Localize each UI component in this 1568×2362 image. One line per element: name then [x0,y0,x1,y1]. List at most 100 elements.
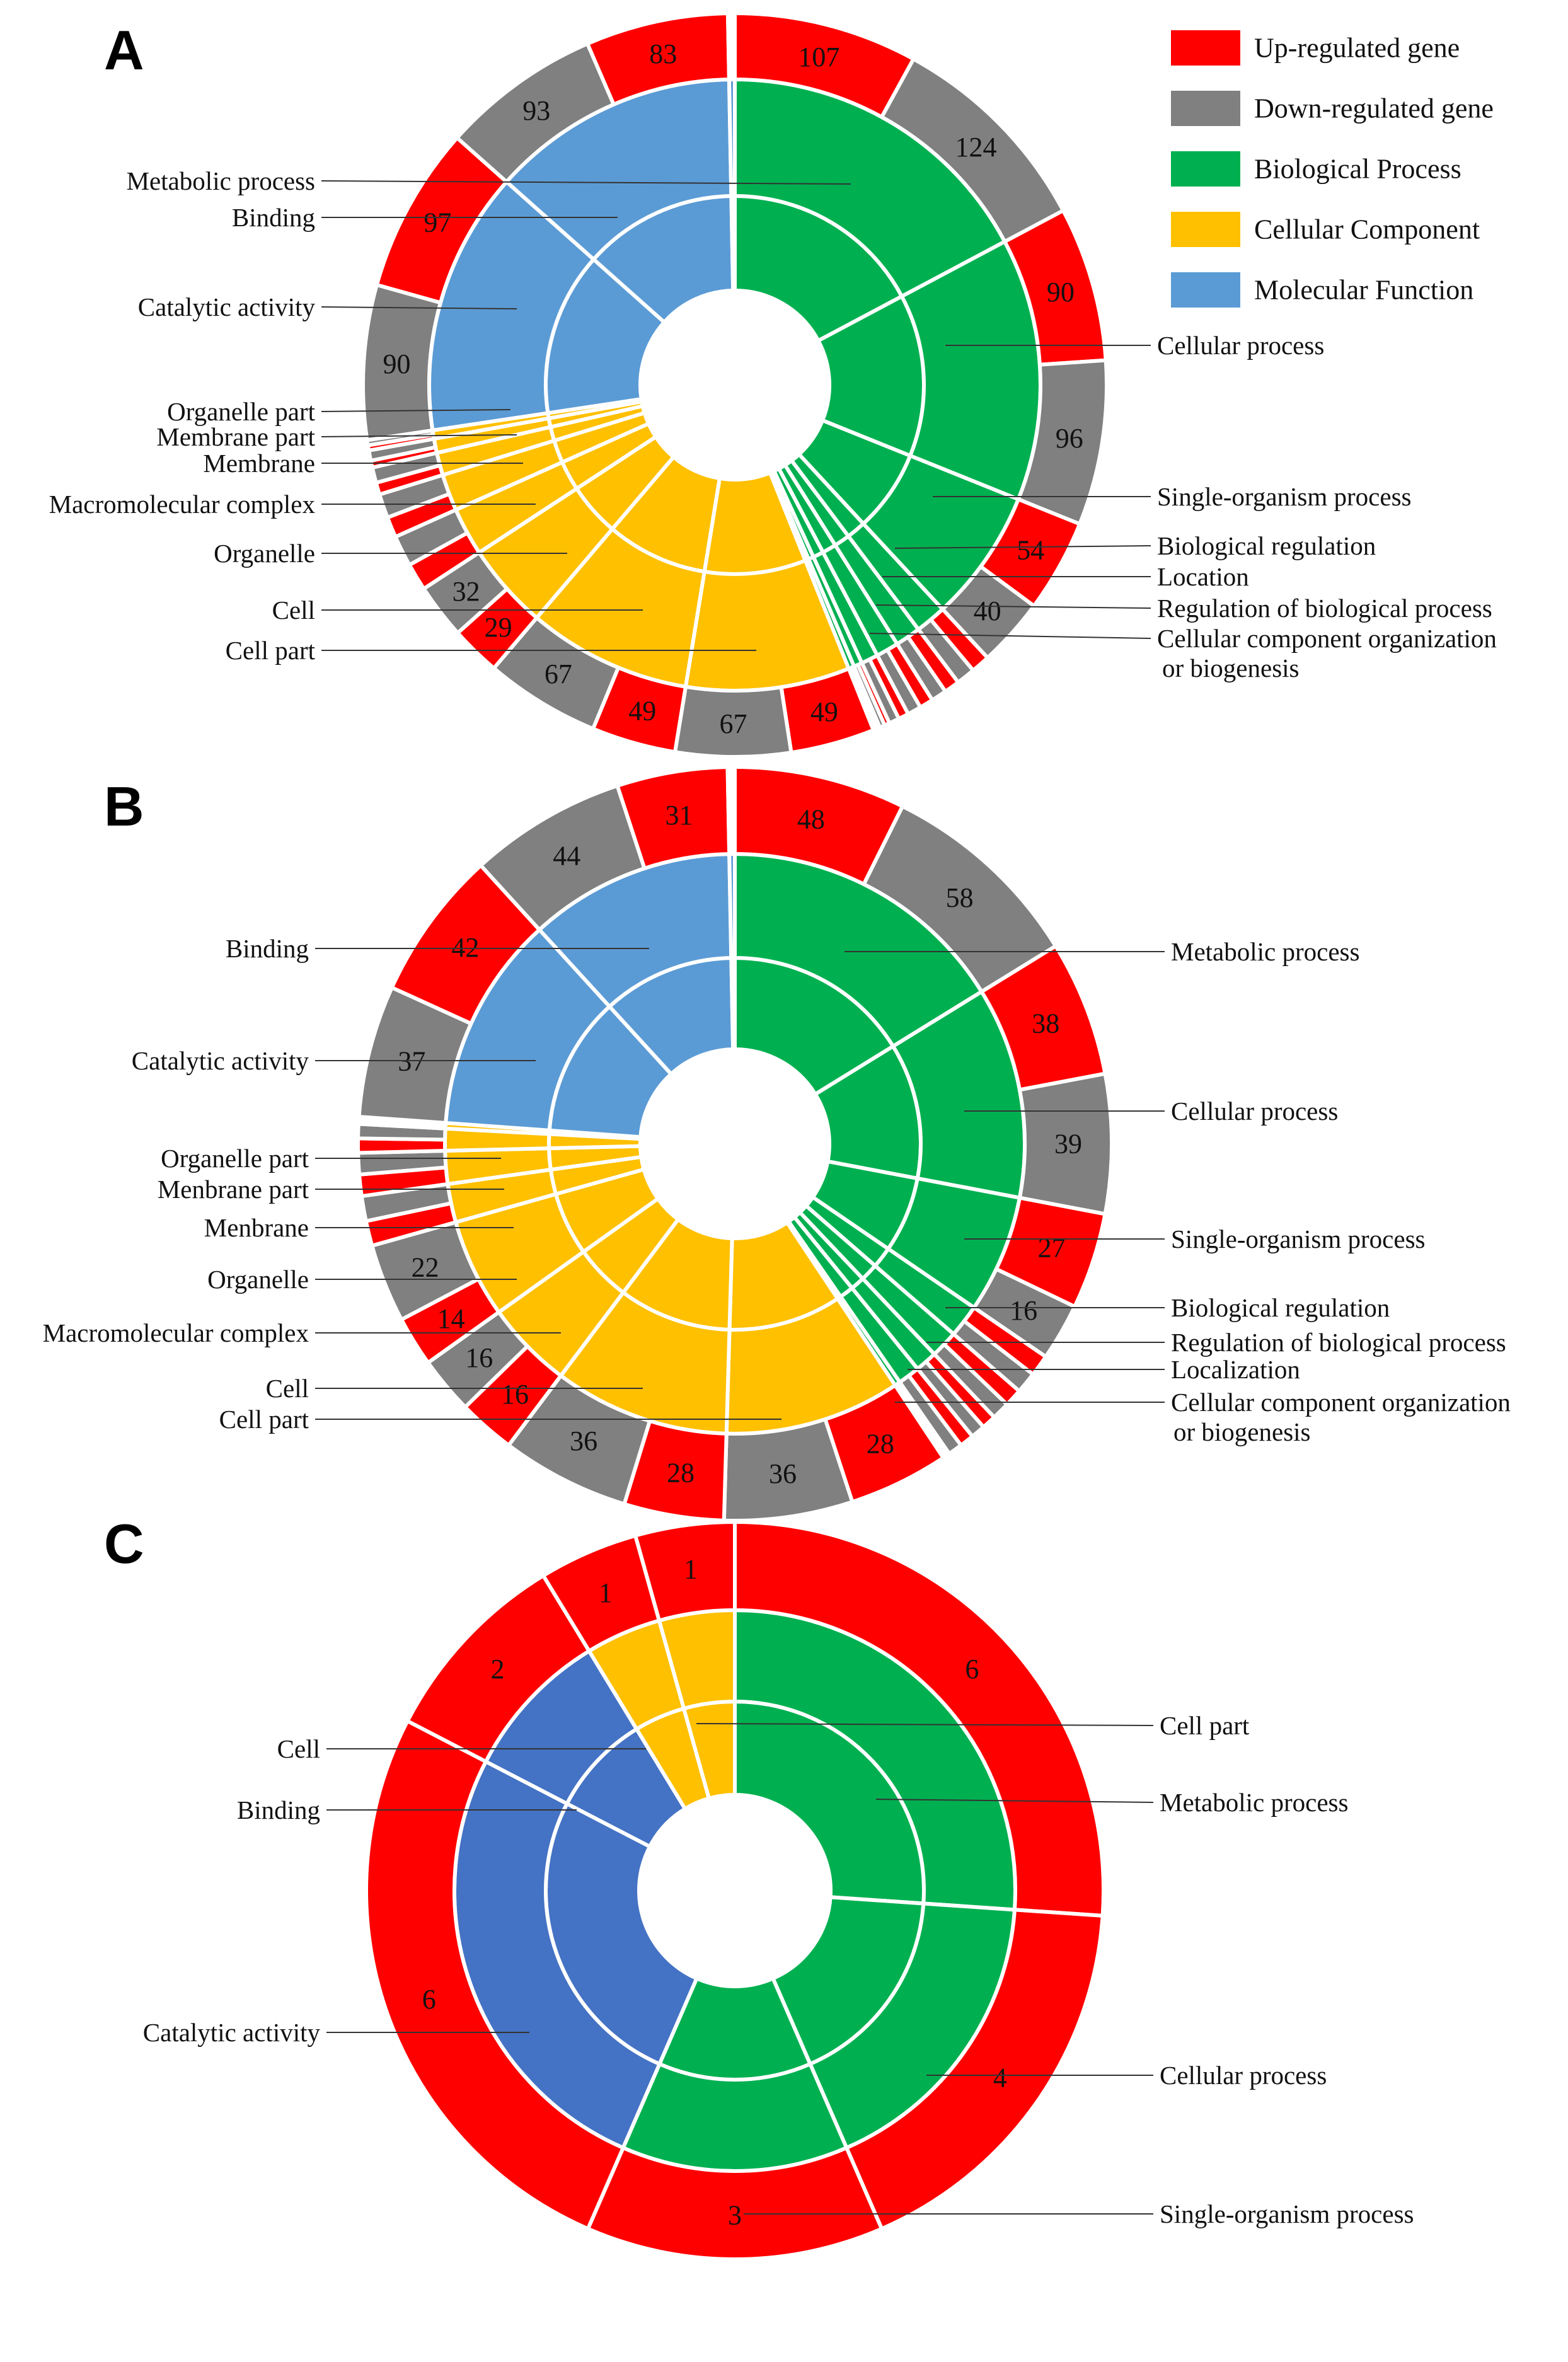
segment-value-label: 16 [465,1342,493,1373]
category-label: Regulation of biological process [1157,594,1492,623]
up-regulated-segment [733,1519,1106,1918]
category-label: Binding [226,934,309,963]
category-label: Biological regulation [1171,1293,1390,1322]
segment-value-label: 67 [719,708,747,739]
segment-value-label: 31 [665,800,693,831]
category-label: Cell part [226,636,316,665]
category-label: Menbrane part [158,1175,309,1204]
segment-value-label: 3 [728,2200,742,2231]
segment-value-label: 49 [628,696,656,727]
segment-value-label: 16 [1010,1295,1037,1326]
segment-value-label: 93 [522,95,550,126]
segment-value-label: 32 [453,576,480,607]
segment-value-label: 1 [599,1577,613,1608]
category-label: Organelle part [167,397,315,426]
category-label: Organelle part [161,1144,309,1173]
category-label: Cellular process [1171,1097,1338,1126]
legend-label: Up-regulated gene [1254,33,1460,64]
segment-value-label: 16 [501,1379,529,1410]
category-label: Binding [237,1795,320,1824]
segment-value-label: 36 [570,1426,597,1456]
category-wedge [620,2061,850,2173]
category-label: Binding [232,203,315,232]
inner-wedge-mf [729,955,737,1052]
category-label: Membrane [203,449,315,478]
segment-value-label: 42 [451,932,479,963]
segment-value-label: 39 [1054,1129,1082,1160]
category-label: Metabolic process [1160,1788,1348,1817]
segment-value-label: 90 [1047,277,1075,308]
category-label: Catalytic activity [143,2018,321,2047]
segment-value-label: 37 [398,1046,425,1077]
legend-swatch [1171,272,1240,308]
segment-value-label: 28 [667,1457,695,1488]
panel-letter: A [104,19,144,81]
segment-value-label: 49 [810,696,838,727]
category-label: Catalytic activity [138,292,316,321]
segment-value-label: 107 [798,42,839,72]
segment-value-label: 124 [955,132,997,163]
segment-value-label: 97 [424,207,451,238]
segment-value-label: 4 [993,2062,1007,2093]
legend-label: Biological Process [1254,154,1461,185]
category-label: Cellular process [1160,2061,1327,2090]
category-label: Regulation of biological process [1171,1328,1506,1357]
leader-line [321,306,517,309]
category-label: or biogenesis [1162,654,1300,683]
segment-value-label: 54 [1017,535,1044,566]
segment-value-label: 14 [437,1303,465,1334]
segment-value-label: 29 [485,612,512,643]
category-label: Biological regulation [1157,531,1376,560]
inner-wedge-mf [729,193,737,293]
segment-value-label: 67 [545,659,572,689]
category-label: Macromolecular complex [49,490,315,519]
down-regulated-segment [729,11,737,82]
category-label: Macromolecular complex [43,1318,309,1347]
up-regulated-segment [364,1718,626,2232]
category-label: Single-organism process [1171,1224,1426,1253]
segment-value-label: 27 [1038,1232,1066,1263]
category-label: Single-organism process [1160,2199,1414,2228]
segment-value-label: 96 [1056,423,1083,454]
segment-value-label: 44 [553,841,580,872]
legend-swatch [1171,151,1240,187]
category-label: or biogenesis [1173,1417,1311,1446]
category-label: Menbrane [204,1213,309,1242]
category-label: Single-organism process [1157,482,1412,511]
legend-label: Down-regulated gene [1254,93,1494,124]
legend-swatch [1171,212,1240,247]
segment-value-label: 6 [965,1654,979,1685]
category-label: Cell [277,1734,320,1763]
legend-label: Cellular Component [1254,214,1480,245]
category-label: Cell part [1160,1711,1250,1740]
leader-line [875,604,1151,609]
segment-value-label: 83 [649,38,677,69]
category-label: Cell [266,1374,309,1403]
category-wedge [727,851,737,960]
segment-value-label: 6 [422,1984,436,2015]
category-label: Cellular component organization [1171,1388,1511,1417]
category-label: Cell part [219,1405,309,1434]
segment-value-label: 58 [946,882,974,913]
segment-value-label: 48 [797,804,825,835]
leader-line [696,1723,1154,1726]
legend-swatch [1171,91,1240,126]
leader-line [869,633,1151,639]
panel-letter: B [104,775,144,838]
category-wedge [727,77,737,199]
panel-letter: C [104,1512,144,1575]
legend-swatch [1171,30,1240,66]
category-label: Cellular process [1157,331,1324,360]
category-label: Catalytic activity [132,1046,309,1075]
category-label: Membrane part [156,422,315,451]
leader-line [321,434,517,437]
segment-value-label: 36 [769,1458,797,1489]
category-label: Metabolic process [127,166,315,195]
category-label: Cellular component organization [1157,624,1497,653]
segment-value-label: 38 [1032,1008,1059,1039]
category-label: Organelle [207,1265,309,1294]
